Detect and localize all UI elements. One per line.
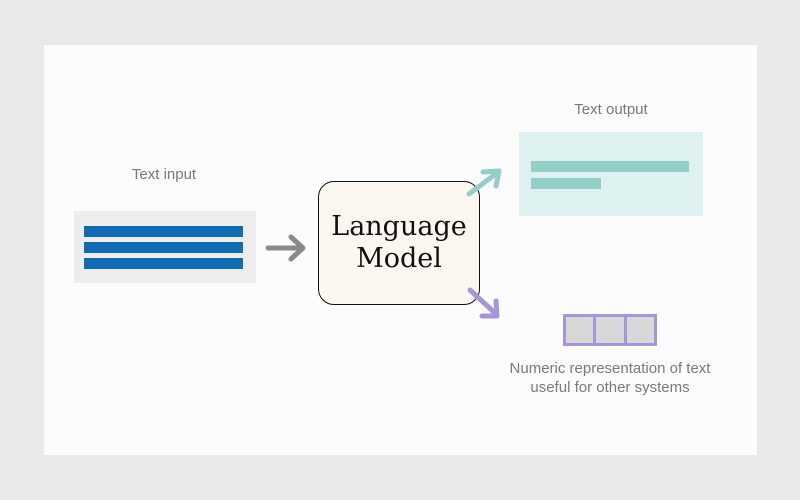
- input-text-line: [84, 226, 243, 237]
- arrow-to-vector: [467, 287, 500, 319]
- vector-cell: [626, 317, 654, 343]
- vector-cell: [566, 317, 594, 343]
- arrow-into-model: [265, 234, 306, 262]
- text-output-box: [519, 132, 703, 216]
- input-text-line: [84, 258, 243, 269]
- text-input-label: Text input: [131, 166, 197, 183]
- embedding-caption: Numeric representation of text useful fo…: [509, 360, 711, 396]
- embedding-vector: [563, 314, 657, 346]
- output-text-line: [531, 161, 689, 172]
- text-input-box: [74, 211, 256, 283]
- input-text-line: [84, 242, 243, 253]
- vector-cell: [596, 317, 624, 343]
- output-text-line: [531, 178, 601, 189]
- language-model-box: Language Model: [318, 181, 480, 305]
- text-output-label: Text output: [574, 101, 648, 118]
- language-model-title: Language Model: [331, 211, 467, 274]
- arrow-to-text-output: [466, 168, 502, 197]
